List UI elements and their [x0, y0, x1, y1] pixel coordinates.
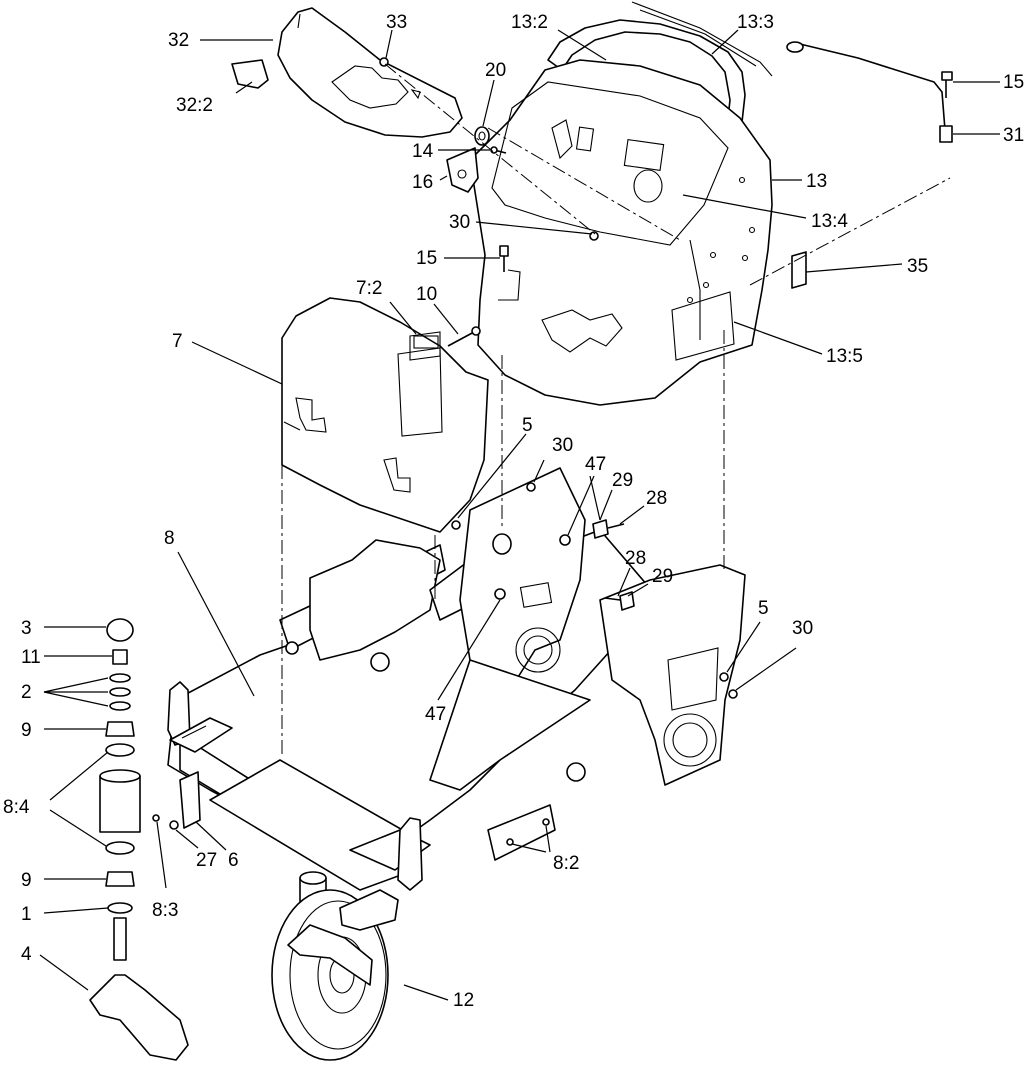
callout-7-2: 7:2 [356, 278, 382, 299]
part-4-spindle [113, 917, 127, 961]
part-7-cover [281, 297, 489, 533]
callout-31: 31 [1003, 125, 1024, 146]
callout-30-upper: 30 [449, 212, 470, 233]
callout-8-2: 8:2 [553, 853, 579, 874]
part-47-fastener-b [494, 588, 506, 600]
part-5-washer-b [719, 672, 729, 682]
callout-29-lower: 29 [652, 566, 673, 587]
callout-9-upper: 9 [21, 720, 32, 741]
callout-29-upper: 29 [612, 470, 633, 491]
callout-13: 13 [806, 171, 827, 192]
part-30-nut-b [526, 482, 536, 492]
part-5-washer [451, 520, 461, 530]
callout-8: 8 [164, 528, 175, 549]
part-33-screw [379, 57, 389, 67]
part-12-wheel [271, 871, 399, 1061]
callout-28-lower: 28 [625, 548, 646, 569]
part-35-plate [791, 251, 807, 289]
part-15-bolt [499, 245, 509, 272]
callout-2: 2 [21, 682, 32, 703]
callout-9-lower: 9 [21, 870, 32, 891]
part-8-frame [167, 467, 746, 891]
part-16-bracket [446, 147, 479, 193]
callout-12: 12 [453, 990, 474, 1011]
part-20-grommet [474, 126, 490, 146]
callout-28-upper: 28 [646, 488, 667, 509]
part-30-nut-c [728, 689, 738, 699]
callout-13-5: 13:5 [826, 346, 863, 367]
callout-labels: 32 32:2 33 13:2 13:3 20 15 31 14 16 13 1… [3, 12, 1024, 1011]
part-13-console [469, 19, 773, 406]
part-29-clip-a [592, 519, 609, 539]
callout-7: 7 [172, 331, 183, 352]
part-29-clip-b [619, 591, 635, 611]
callout-1: 1 [21, 904, 32, 925]
callout-5-upper: 5 [522, 415, 533, 436]
part-47-fastener-a [559, 534, 571, 546]
callout-27: 27 [196, 850, 217, 871]
callout-11: 11 [21, 647, 41, 668]
part-27-bolt [169, 820, 179, 830]
part-9-bearing-bottom [105, 871, 135, 887]
callout-47-upper: 47 [585, 454, 606, 475]
callout-47-lower: 47 [425, 704, 446, 725]
part-8-3-pin [152, 814, 160, 822]
callout-8-4: 8:4 [3, 797, 30, 818]
callout-16: 16 [412, 172, 433, 193]
alignment-lines [281, 63, 951, 755]
callout-30-middle: 30 [552, 435, 573, 456]
callout-8-3: 8:3 [152, 900, 178, 921]
hardware-items [152, 482, 738, 846]
callout-4: 4 [21, 944, 32, 965]
leader-lines [39, 29, 1000, 1001]
part-3-cap [106, 618, 134, 642]
part-11-nut [112, 649, 128, 665]
callout-33: 33 [386, 12, 407, 33]
part-4-fork [89, 974, 189, 1061]
part-32-2-decal [231, 59, 269, 89]
callout-32-2: 32:2 [176, 95, 213, 116]
callout-13-3: 13:3 [737, 12, 774, 33]
callout-20: 20 [485, 60, 506, 81]
callout-13-4: 13:4 [811, 211, 848, 232]
part-13-3-strip [631, 1, 773, 77]
part-31-cable [786, 41, 953, 143]
part-10-screw [447, 326, 481, 347]
callout-15: 15 [1003, 72, 1024, 93]
callout-10: 10 [416, 284, 437, 305]
callout-30-lower: 30 [792, 618, 813, 639]
callout-32: 32 [168, 30, 189, 51]
callout-6: 6 [228, 850, 239, 871]
callout-35: 35 [907, 256, 928, 277]
callout-15-middle: 15 [416, 248, 437, 269]
callout-13-2: 13:2 [511, 12, 548, 33]
part-9-bearing-top [105, 721, 135, 737]
callout-5-lower: 5 [758, 598, 769, 619]
caster-stack [89, 618, 189, 1061]
part-8-4-tube [99, 775, 141, 833]
callout-3: 3 [21, 618, 32, 639]
part-6-bracket [179, 771, 201, 829]
part-32-shroud [277, 7, 463, 138]
callout-14: 14 [412, 141, 434, 162]
